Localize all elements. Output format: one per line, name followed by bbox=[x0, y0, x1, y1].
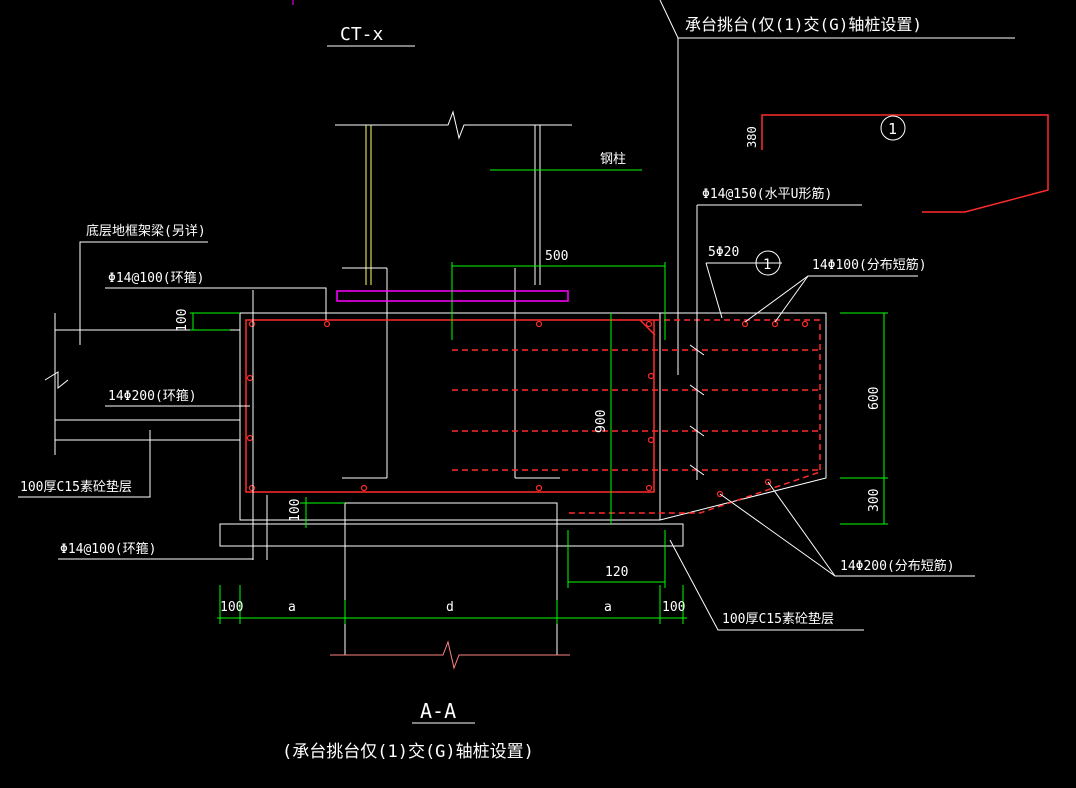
hoop-bottom-label: Φ14@100(环箍) bbox=[60, 541, 156, 557]
pile-top bbox=[344, 502, 558, 546]
detail-mark-circle bbox=[880, 115, 906, 141]
u-bars-label: Φ14@150(水平U形筋) bbox=[702, 186, 832, 202]
dim-100-left-text: 100 bbox=[220, 600, 243, 615]
section-label-text: A-A bbox=[420, 699, 456, 723]
dimension-lines bbox=[190, 262, 888, 624]
rebar-dot bbox=[801, 320, 809, 328]
rebar-dot bbox=[645, 484, 653, 492]
cushion-right-leader bbox=[669, 539, 864, 631]
pile-break-line bbox=[330, 640, 570, 670]
cushion-layer bbox=[219, 523, 684, 547]
dist-top-leader-b bbox=[774, 275, 809, 323]
top-tag-text: CT-x bbox=[340, 24, 384, 45]
rebar-dot bbox=[535, 320, 543, 328]
beam-break-mark bbox=[44, 371, 69, 390]
steel-column-label: 钢柱 bbox=[600, 152, 626, 167]
cushion-left-label: 100厚C15素砼垫层 bbox=[20, 479, 132, 495]
dim-900-text: 900 bbox=[594, 410, 609, 433]
dim-a-left-text: a bbox=[288, 600, 296, 615]
detail-rebar-shape bbox=[761, 114, 1049, 213]
cushion-left-leader bbox=[18, 430, 151, 498]
dim-600-text: 600 bbox=[867, 387, 882, 410]
rebar-dot bbox=[716, 490, 724, 498]
dist-bottom-label: 14Φ200(分布短筋) bbox=[840, 558, 955, 574]
dim-120-text: 120 bbox=[605, 565, 628, 580]
detail-mark-text: 1 bbox=[888, 120, 897, 138]
rebar-dot bbox=[647, 372, 655, 380]
dim-d-text: d bbox=[446, 600, 454, 615]
rebar-dot bbox=[647, 436, 655, 444]
dim-100-top-text: 100 bbox=[175, 309, 190, 332]
dim-300-text: 300 bbox=[867, 489, 882, 512]
dim-500-text: 500 bbox=[545, 249, 568, 264]
dim-100-bot-text: 100 bbox=[288, 499, 303, 522]
rebar-cantilever-outer bbox=[568, 319, 821, 514]
ground-beam-label: 底层地框架梁(另详) bbox=[86, 223, 206, 239]
rebar-dot bbox=[360, 484, 368, 492]
rebar-dot bbox=[248, 320, 256, 328]
u-bars-group bbox=[452, 349, 820, 471]
rebar-dot bbox=[764, 478, 772, 486]
dist-bottom-leader-b bbox=[767, 481, 836, 577]
rebar-dot bbox=[323, 320, 331, 328]
rebar-hook bbox=[639, 319, 656, 336]
main-bars-mark-text: 1 bbox=[763, 257, 771, 273]
hoop-mid-label: 14Φ200(环箍) bbox=[108, 388, 197, 404]
hoop-top-leader bbox=[105, 287, 327, 320]
dim-100-right-text: 100 bbox=[662, 600, 685, 615]
dim-a-right-text: a bbox=[604, 600, 612, 615]
main-bars-leader bbox=[705, 262, 723, 319]
rebar-dot bbox=[645, 320, 653, 328]
main-bars-label: 5Φ20 bbox=[708, 245, 739, 260]
rebar-dot bbox=[535, 484, 543, 492]
dist-top-label: 14Φ100(分布短筋) bbox=[812, 257, 927, 273]
hoop-top-label: Φ14@100(环箍) bbox=[108, 270, 204, 286]
pile-cap-outline bbox=[239, 312, 827, 521]
section-note-text: (承台挑台仅(1)交(G)轴桩设置) bbox=[282, 742, 534, 762]
rebar-dot bbox=[248, 484, 256, 492]
dim-380-text: 380 bbox=[745, 126, 759, 148]
dimension-texts: 500 100 900 600 300 100 120 100 a d a 10… bbox=[175, 249, 882, 615]
ground-beam-leader bbox=[79, 241, 208, 345]
top-right-note-text: 承台挑台(仅(1)交(G)轴桩设置) bbox=[685, 15, 922, 34]
cushion-right-label: 100厚C15素砼垫层 bbox=[722, 611, 834, 627]
column-break-line bbox=[335, 110, 572, 140]
main-bars-mark-circle bbox=[755, 250, 781, 276]
